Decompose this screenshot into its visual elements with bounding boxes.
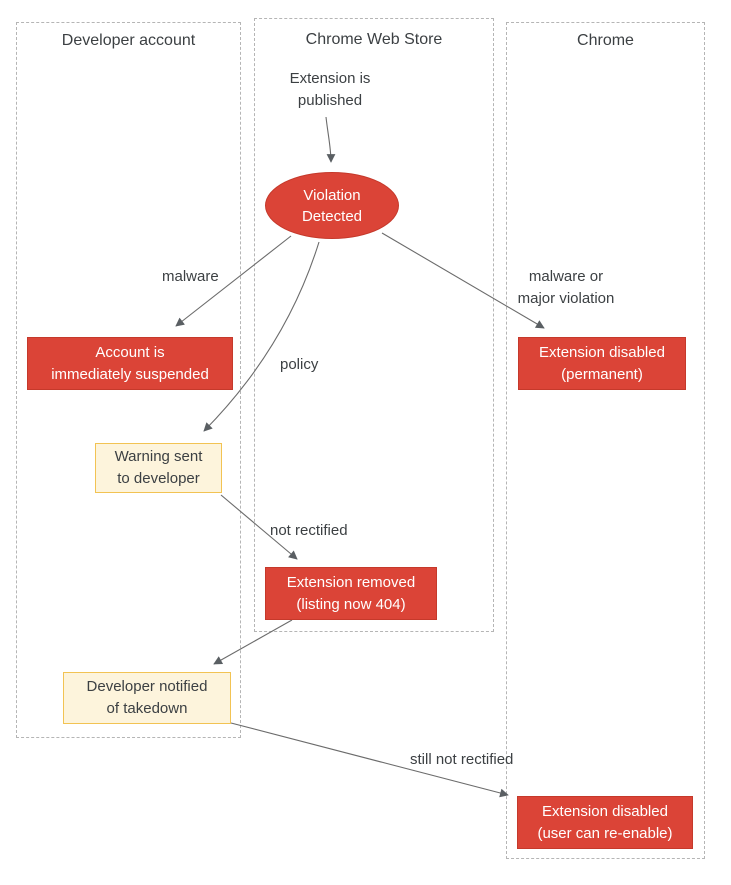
node-extension-disabled-permanent: Extension disabled (permanent): [518, 337, 686, 390]
edge-label-still-not-rectified: still not rectified: [410, 751, 514, 768]
node-account-suspended: Account is immediately suspended: [27, 337, 233, 390]
lane-title-developer-account: Developer account: [61, 32, 196, 49]
node-extension-removed: Extension removed (listing now 404): [265, 567, 437, 620]
edge-label-not-rectified: not rectified: [270, 522, 348, 539]
node-warning-sent: Warning sent to developer: [95, 443, 222, 493]
edge-label-malware: malware: [162, 268, 219, 285]
lane-chrome: Chrome: [506, 22, 705, 859]
node-violation-detected: Violation Detected: [265, 172, 399, 239]
node-extension-disabled-reenable: Extension disabled (user can re-enable): [517, 796, 693, 849]
edge-label-malware-or-major-violation: malware or major violation: [517, 268, 615, 307]
lane-title-chrome-web-store: Chrome Web Store: [305, 31, 443, 48]
lane-title-chrome: Chrome: [577, 32, 634, 49]
node-extension-published: Extension is published: [289, 70, 371, 109]
node-developer-notified: Developer notified of takedown: [63, 672, 231, 724]
edge-label-policy: policy: [280, 356, 319, 373]
